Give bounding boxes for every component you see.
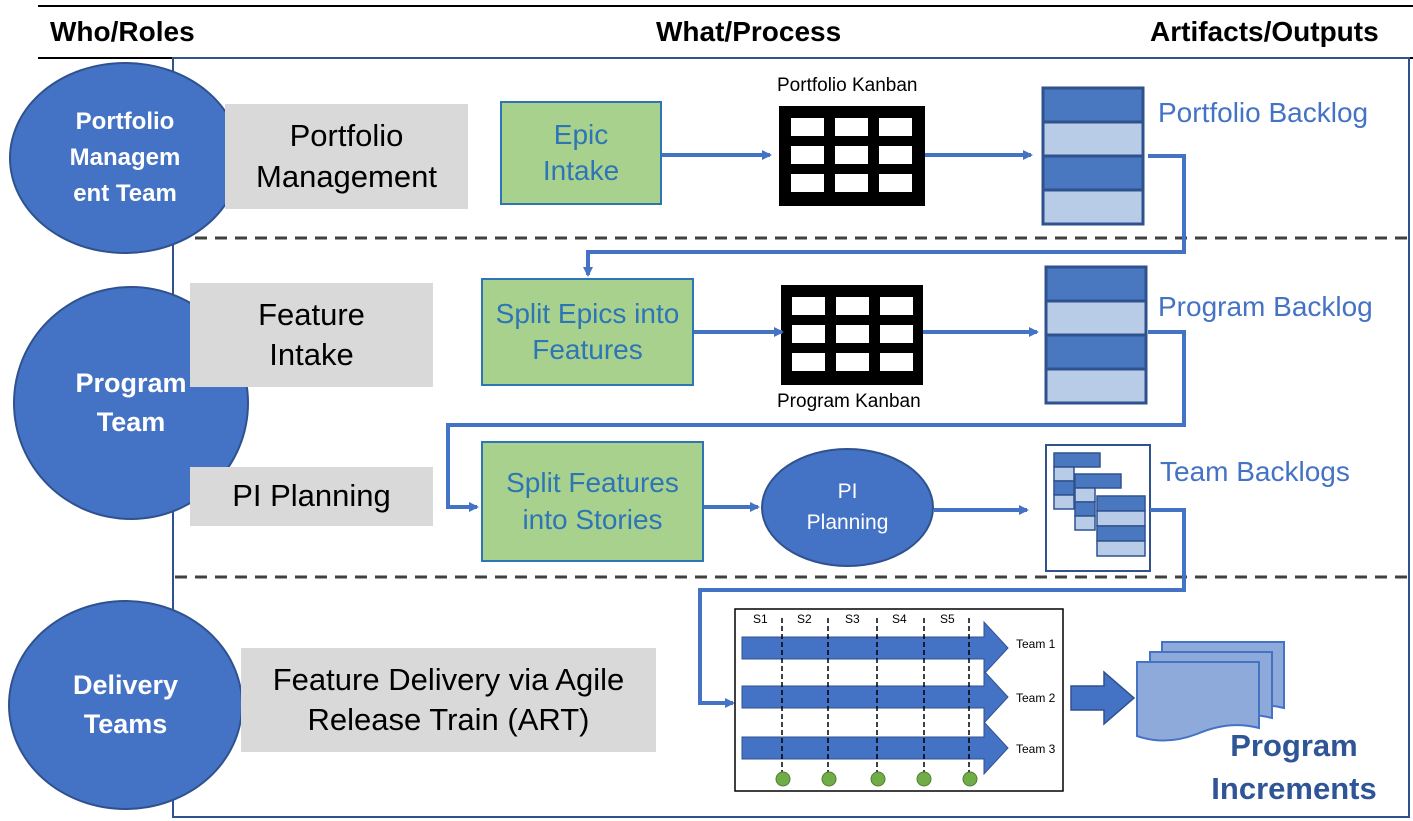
sprint-label: S4	[892, 612, 907, 626]
process-epic-intake: Epic Intake	[500, 101, 662, 205]
role-program-label: Program Team	[75, 367, 187, 437]
art-sprint-labels: S1 S2 S3 S4 S5	[735, 612, 1063, 632]
program-backlog-icon	[1044, 265, 1148, 405]
block-arrow-to-increments	[1070, 670, 1136, 726]
portfolio-kanban-label: Portfolio Kanban	[777, 75, 918, 96]
role-delivery-teams: Delivery Teams	[8, 600, 243, 810]
process-split-epics: Split Epics into Features	[481, 278, 694, 386]
header-what-process: What/Process	[656, 16, 842, 47]
team-backlogs-icon	[1045, 444, 1151, 572]
art-diagram	[734, 608, 1064, 792]
activity-portfolio-management: Portfolio Management	[225, 104, 468, 209]
role-delivery-label: Delivery Teams	[72, 669, 179, 739]
milestone-dot	[962, 771, 978, 787]
role-portfolio-management-team: Portfolio Managem ent Team	[9, 62, 241, 254]
milestone-dot	[916, 771, 932, 787]
sprint-label: S2	[797, 612, 812, 626]
milestone-dot	[821, 771, 837, 787]
arrow-program-backlog-to-split-features	[446, 330, 1186, 512]
header-artifacts-outputs: Artifacts/Outputs	[1150, 16, 1379, 47]
output-program-backlog: Program Backlog	[1158, 291, 1373, 322]
program-increments-icon	[1136, 641, 1285, 742]
sprint-label: S1	[753, 612, 768, 626]
process-pi-planning-node: PI Planning	[761, 448, 934, 567]
activity-feature-delivery: Feature Delivery via Agile Release Train…	[241, 648, 656, 752]
output-program-increments: Program Increments	[1211, 728, 1377, 807]
header-who-roles: Who/Roles	[50, 16, 195, 47]
role-portfolio-label: Portfolio Managem ent Team	[69, 108, 181, 207]
activity-pi-planning: PI Planning	[190, 467, 433, 526]
team-label: Team 3	[1016, 742, 1056, 756]
output-portfolio-backlog: Portfolio Backlog	[1158, 97, 1369, 128]
arrow-portfolio-backlog-to-split-epics	[583, 154, 1186, 277]
role-program-team: Program Team	[13, 286, 249, 520]
activity-feature-intake: Feature Intake	[190, 283, 433, 387]
milestone-dot	[870, 771, 886, 787]
sprint-label: S5	[940, 612, 955, 626]
milestone-dot	[775, 771, 791, 787]
portfolio-backlog-icon	[1041, 86, 1145, 226]
program-kanban-icon	[781, 285, 923, 385]
arrow-team-backlogs-to-art	[698, 508, 1186, 708]
program-kanban-label: Program Kanban	[777, 391, 921, 412]
team-label: Team 2	[1016, 691, 1056, 705]
sprint-label: S3	[845, 612, 860, 626]
portfolio-kanban-icon	[779, 106, 925, 206]
process-split-features: Split Features into Stories	[481, 441, 704, 562]
output-team-backlogs: Team Backlogs	[1160, 456, 1350, 487]
team-label: Team 1	[1016, 637, 1056, 651]
